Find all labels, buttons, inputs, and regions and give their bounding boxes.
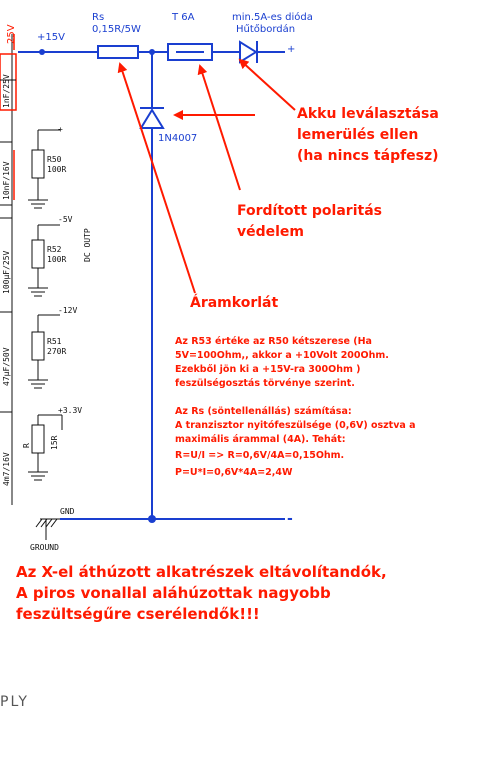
label-25v: 25V: [6, 24, 17, 44]
annotation-akku-3: (ha nincs tápfesz): [297, 148, 439, 164]
label-r51-name: R51: [47, 337, 62, 346]
label-c1: 1nF/25V: [2, 74, 11, 108]
annotation-arrows: [117, 58, 296, 294]
left-schematic: [0, 34, 63, 540]
bottom-line: feszültségűre cserélendők!!!: [16, 605, 260, 623]
notes-block: Az R53 értéke az R50 kétszerese (Ha 5V=1…: [175, 336, 416, 478]
annotation-forditott-2: védelem: [237, 224, 304, 240]
note-line: Az Rs (söntellenállás) számítása:: [175, 406, 352, 417]
label-diode-spec-1: min.5A-es dióda: [232, 11, 313, 23]
label-diode-spec-2: Hűtőbordán: [236, 23, 295, 35]
label-ground: GROUND: [30, 543, 59, 552]
label-rs-name: Rs: [92, 12, 104, 23]
label-minus12: -12V: [58, 306, 77, 315]
label-1n4007: 1N4007: [158, 133, 197, 144]
label-ply: PLY: [0, 694, 29, 710]
label-minus5: -5V: [58, 215, 73, 224]
note-line: 5V=100Ohm,, akkor a +10Volt 200Ohm.: [175, 350, 389, 361]
label-plus33: +3.3V: [58, 406, 82, 415]
protection-diode-branch: [139, 52, 165, 519]
label-minus-terminal: -: [287, 511, 293, 527]
label-plus-small: +: [58, 125, 63, 134]
annotation-aramkorlat: Áramkorlát: [190, 294, 278, 311]
label-r50-name: R50: [47, 155, 62, 164]
label-fuse: T 6A: [171, 12, 195, 23]
note-line: feszülségosztás törvénye szerint.: [175, 378, 355, 389]
note-line: A tranzisztor nyitófeszülsége (0,6V) osz…: [175, 420, 416, 431]
bottom-line: Az X-el áthúzott alkatrészek eltávolítan…: [16, 563, 387, 581]
label-rs-value: 0,15R/5W: [92, 24, 141, 35]
label-r52-val: 100R: [47, 255, 66, 264]
label-r15: 15R: [50, 435, 59, 450]
label-gnd: GND: [60, 507, 75, 516]
annotation-forditott-1: Fordított polaritás: [237, 203, 382, 219]
label-r50-val: 100R: [47, 165, 66, 174]
note-line: Ezekből jön ki a +15V-ra 300Ohm ): [175, 364, 361, 375]
label-c3: 100µF/25V: [2, 250, 11, 294]
label-r: R: [22, 443, 31, 448]
annotation-akku-1: Akku leválasztása: [297, 106, 439, 122]
annotation-akku-2: lemerülés ellen: [297, 127, 418, 143]
note-line: Az R53 értéke az R50 kétszerese (Ha: [175, 336, 372, 347]
bottom-line: A piros vonallal aláhúzottak nagyobb: [16, 584, 331, 602]
bottom-warning: Az X-el áthúzott alkatrészek eltávolítan…: [16, 563, 387, 623]
note-line: P=U*I=0,6V*4A=2,4W: [175, 467, 293, 478]
top-rail: [18, 40, 285, 64]
label-r51-val: 270R: [47, 347, 66, 356]
label-c5: 4m7/16V: [2, 452, 11, 486]
label-c2: 10nF/16V: [2, 161, 11, 200]
label-r52-name: R52: [47, 245, 62, 254]
note-line: maximális árammal (4A). Tehát:: [175, 434, 346, 445]
label-plus15: +15V: [37, 32, 65, 43]
label-dc-outp: DC OUTP: [83, 228, 92, 262]
rail-node: [39, 49, 45, 55]
label-c4: 47µF/50V: [2, 347, 11, 386]
label-plus-terminal: +: [287, 44, 295, 55]
note-line: R=U/I => R=0,6V/4A=0,15Ohm.: [175, 450, 344, 461]
